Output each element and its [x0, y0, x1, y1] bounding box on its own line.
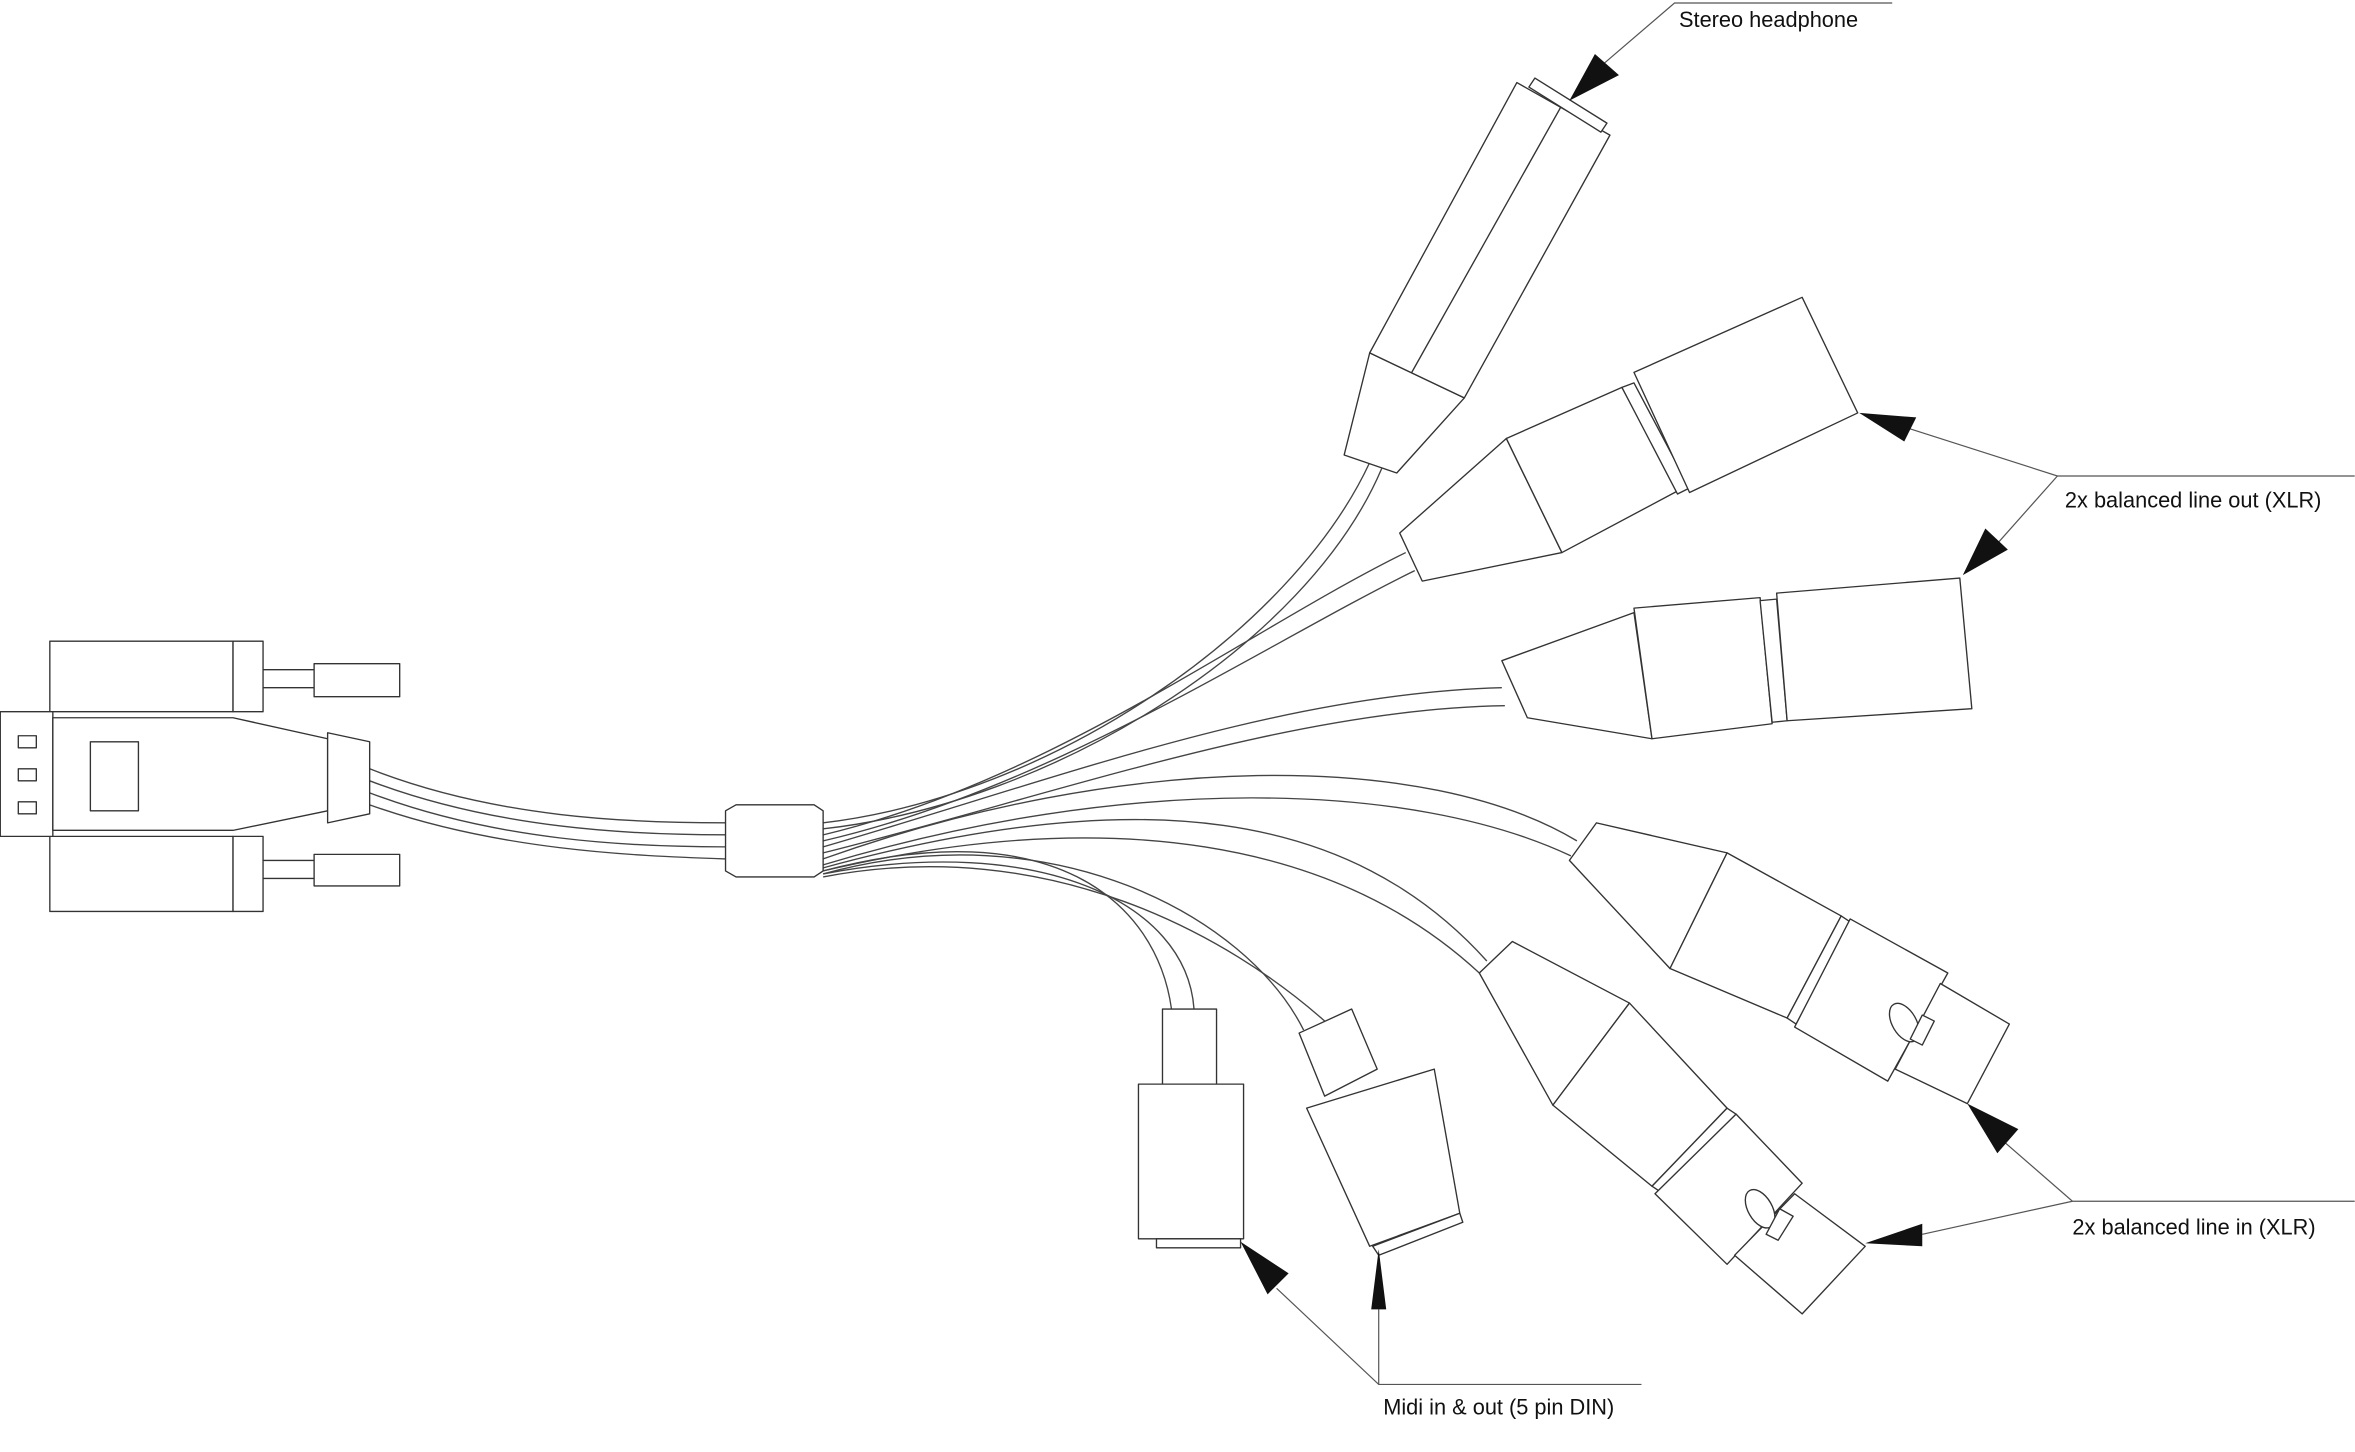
xlr-in-2 [1478, 940, 1866, 1315]
label-midi: Midi in & out (5 pin DIN) [1383, 1394, 1614, 1419]
callout-headphone: Stereo headphone [1569, 2, 1893, 101]
arrow-icon [1859, 412, 1917, 442]
headphone-jack [1343, 77, 1611, 474]
xlr-out-2 [1501, 577, 1973, 740]
midi-din-1 [1137, 1008, 1245, 1249]
callout-line-out: 2x balanced line out (XLR) [1859, 412, 2355, 576]
arrow-icon [1865, 1223, 1923, 1247]
screw-bottom [313, 853, 401, 887]
db-connector [0, 640, 401, 913]
arrow-icon [1962, 528, 2008, 576]
arrow-icon [1569, 54, 1619, 101]
arrow-icon [1240, 1241, 1289, 1295]
midi-din-2 [1298, 1008, 1464, 1256]
arrow-icon [1371, 1249, 1387, 1310]
callout-midi: Midi in & out (5 pin DIN) [1240, 1241, 1642, 1419]
screw-top [313, 663, 401, 698]
xlr-in-1 [1568, 822, 2011, 1105]
callout-line-in: 2x balanced line in (XLR) [1865, 1103, 2355, 1247]
arrow-icon [1967, 1103, 2019, 1154]
label-line-in: 2x balanced line in (XLR) [2072, 1214, 2315, 1239]
label-line-out: 2x balanced line out (XLR) [2065, 488, 2322, 513]
label-stereo-headphone: Stereo headphone [1679, 7, 1858, 32]
ferrite-core [724, 804, 824, 878]
xlr-out-1 [1399, 296, 1859, 582]
cable-bundle [369, 462, 1578, 1031]
